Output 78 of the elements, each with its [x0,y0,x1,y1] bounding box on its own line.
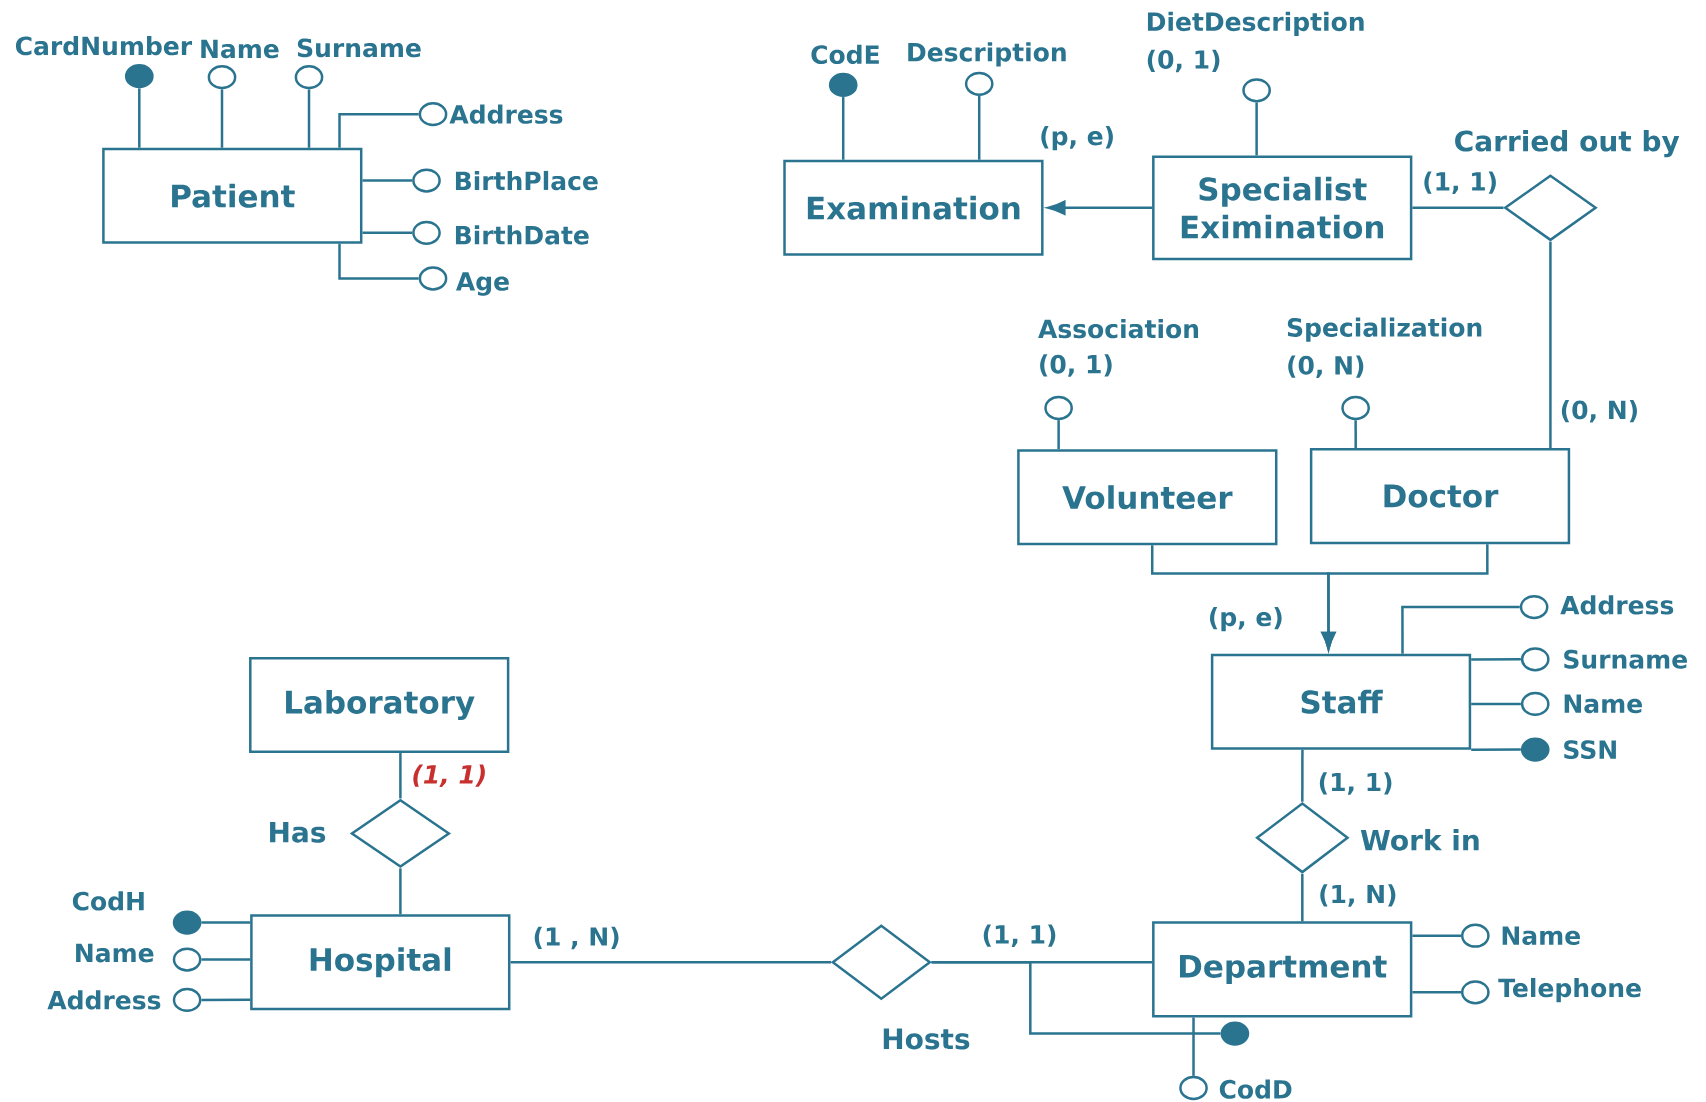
relationship-label: Carried out by [1455,129,1680,158]
attribute-label: SSN [1564,740,1616,760]
cardinality-label: (1, N) [1320,884,1396,907]
entity-box: Department [1152,921,1413,1018]
connector-line [1301,873,1304,922]
connector-line [977,95,981,160]
connector-line [201,958,251,961]
attribute-label: Address [449,104,563,124]
cardinality-label: (0, N) [1288,355,1364,378]
connector-line [138,88,141,148]
connector-line [338,112,419,148]
entity-box: Volunteer [1017,449,1278,546]
entity-box: Doctor [1309,448,1571,545]
connector-line [338,243,419,280]
attribute-label: CardNumber [15,36,193,56]
attribute-label: Name [1564,694,1642,714]
attribute-label: BirthDate [455,225,589,245]
entity-box: Hospital [250,914,511,1011]
relationship-label: Has [270,821,326,843]
connector-line [307,89,311,148]
cardinality-label: (p, e) [1210,607,1282,632]
attribute-label: Specialization [1287,317,1482,342]
attribute-label: Surname [1564,649,1687,669]
connector-line [1471,658,1521,661]
connector-line [1412,990,1461,994]
connector-line [399,868,402,915]
cardinality-label: (1 , N) [534,926,619,950]
connector-line [399,753,402,799]
attribute-label: Name [76,943,154,963]
arrow [1047,200,1153,215]
entity-box: Staff [1210,653,1472,750]
attribute-label: Age [456,272,509,296]
attribute-label: Description [908,42,1066,67]
relationship-label: Work in [1360,829,1479,851]
cardinality-label: (1, 1) [983,924,1056,947]
cardinality-label: (1, 1) [1424,171,1496,195]
attribute-label: Surname [297,38,421,58]
cardinality-label: (0, 1) [1147,49,1220,73]
connector-line [1471,702,1521,706]
connector-line [1192,1017,1195,1076]
connector-line [1354,420,1357,449]
connector-line [931,961,1221,1035]
cardinality-label: (1, 1) [413,764,485,787]
connector-line [1412,934,1461,937]
connector-line [1255,102,1258,156]
entity-box: Specialist Eximination [1152,155,1413,261]
entity-box: Patient [102,147,363,244]
attribute-label: BirthPlace [455,170,598,191]
key-attribute-dot [1220,1021,1250,1046]
connector-line [841,97,845,160]
attribute-label: DietDescription [1147,11,1364,36]
attribute-label: Address [1560,595,1674,615]
attribute-label: CodH [72,891,144,911]
connector-line [362,231,413,235]
connector-line [1057,420,1060,450]
connector-line [1301,749,1304,802]
connector-line [510,961,832,964]
attribute-label: Telephone [1498,978,1641,1003]
cardinality-label: (1, 1) [1319,772,1392,795]
connector-line [201,998,251,1002]
attribute-label: CodE [811,44,879,65]
connector-line [1412,206,1504,210]
connector-line [1471,748,1521,751]
attribute-label: CodD [1219,1079,1292,1099]
attribute-label: Address [47,990,161,1010]
connector-line [362,179,413,182]
entity-box: Laboratory [249,656,510,754]
connector-line [201,921,251,924]
cardinality-label: (p, e) [1041,126,1113,151]
entity-box: Examination [783,159,1044,256]
attribute-label: Name [201,39,279,59]
relationship-label: Hosts [883,1028,970,1050]
connector-line [1549,241,1552,449]
cardinality-label: (0, 1) [1040,354,1112,377]
cardinality-label: (0, N) [1561,400,1637,423]
connector-line [220,89,224,148]
attribute-label: Name [1502,926,1580,945]
attribute-label: Association [1038,318,1199,339]
